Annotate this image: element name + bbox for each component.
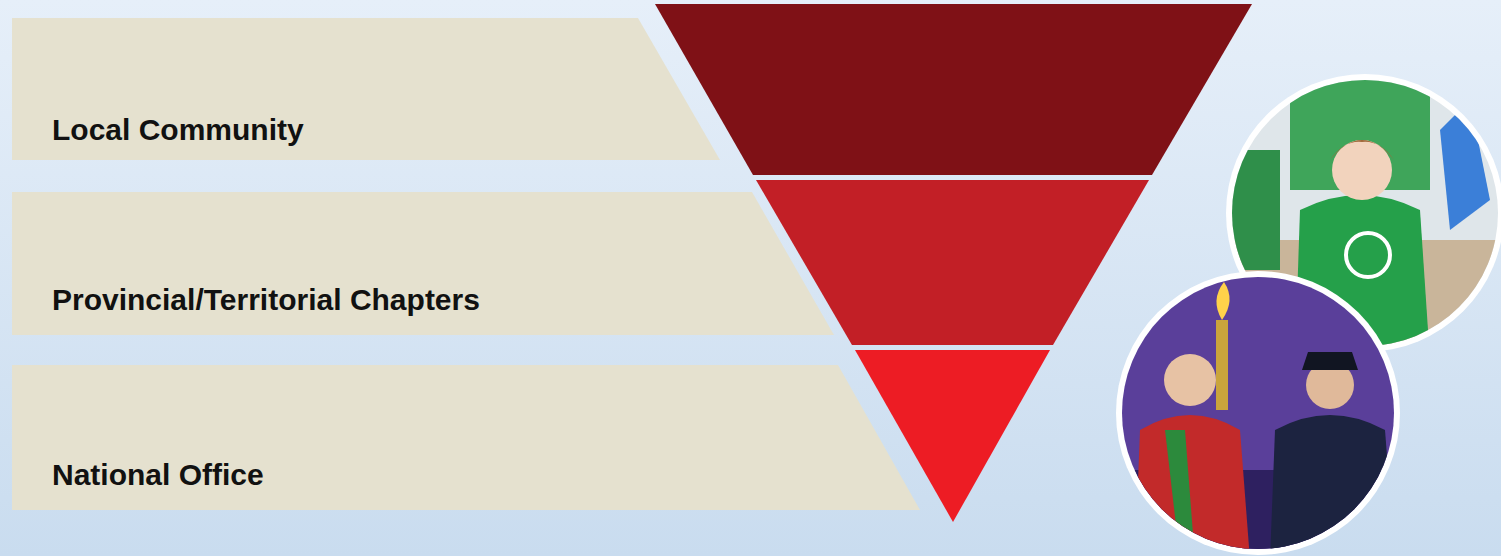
band-fill	[12, 365, 920, 510]
level-band: Provincial/Territorial Chapters	[12, 192, 834, 335]
photo-torch	[1110, 270, 1410, 556]
triangle-top	[655, 4, 1252, 175]
band-fill	[12, 192, 834, 335]
level-band: National Office	[12, 365, 920, 510]
level-label: Local Community	[52, 113, 304, 148]
level-label: National Office	[52, 458, 264, 493]
band-fill	[12, 18, 720, 160]
level-band: Local Community	[12, 18, 720, 160]
level-label: Provincial/Territorial Chapters	[52, 283, 480, 318]
